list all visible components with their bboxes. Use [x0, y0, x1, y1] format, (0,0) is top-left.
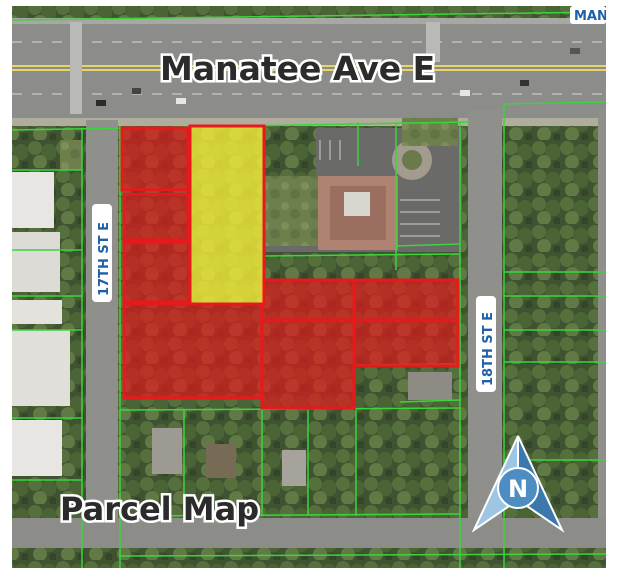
- north-arrow-icon: N: [471, 435, 565, 533]
- street-sign-corner: MAN: [570, 6, 608, 24]
- svg-text:MAN: MAN: [574, 9, 608, 24]
- parcel-red-center-south[interactable]: [260, 318, 356, 410]
- parcel-yellow[interactable]: [188, 124, 266, 306]
- parcel-red-nw-3[interactable]: [122, 240, 192, 304]
- parcel-red-center-north[interactable]: [260, 278, 356, 322]
- parcel-red-sw-large[interactable]: [122, 302, 264, 400]
- svg-text:N: N: [508, 475, 528, 503]
- aerial-imagery: [12, 6, 606, 568]
- svg-text:17TH ST E: 17TH ST E: [97, 222, 112, 296]
- parcel-red-east-south[interactable]: [352, 318, 460, 368]
- parcel-red-nw-1[interactable]: [120, 126, 190, 192]
- svg-text:18TH ST E: 18TH ST E: [481, 312, 496, 386]
- street-label-west: 17TH ST E: [92, 204, 112, 302]
- parcel-red-east-north[interactable]: [352, 278, 460, 322]
- parcel-red-nw-2[interactable]: [122, 192, 190, 242]
- svg-text:Manatee Ave E: Manatee Ave E: [160, 49, 435, 88]
- street-label-main-avenue: Manatee Ave E: [158, 47, 438, 91]
- map-title: Parcel Map: [60, 490, 259, 528]
- street-label-east: 18TH ST E: [476, 296, 496, 392]
